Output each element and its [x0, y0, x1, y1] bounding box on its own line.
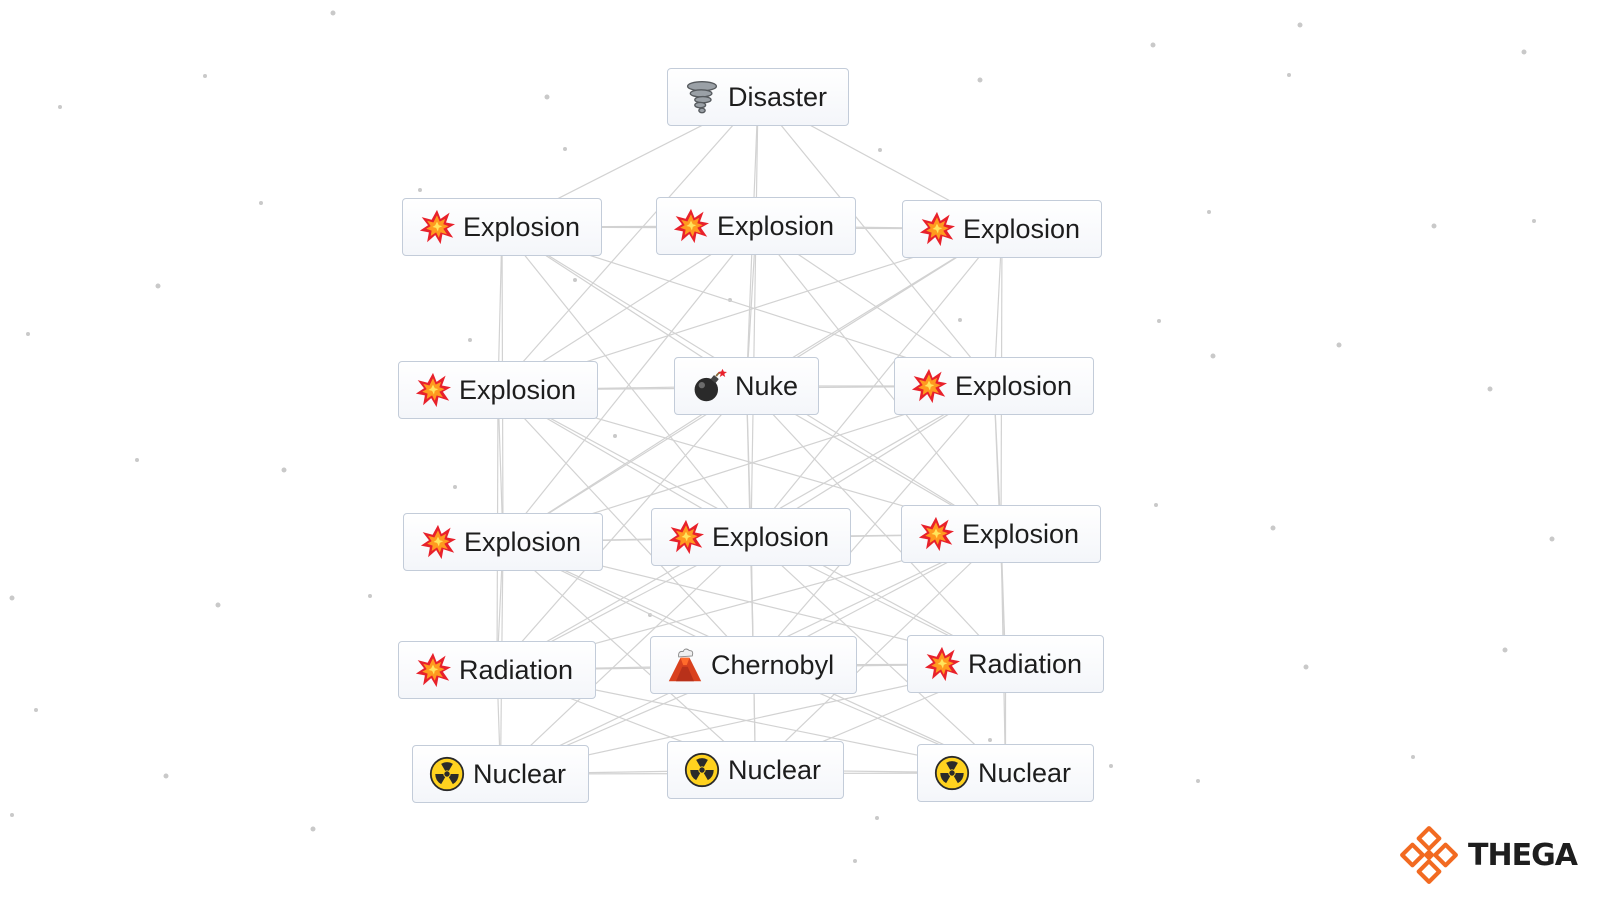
element-card-explosion-7[interactable]: Explosion	[651, 508, 851, 566]
thegamer-logo-icon	[1400, 826, 1458, 884]
element-card-explosion-2[interactable]: Explosion	[656, 197, 856, 255]
element-label: Nuclear	[978, 757, 1072, 788]
explosion-icon	[415, 372, 451, 408]
explosion-icon	[919, 211, 955, 247]
explosion-icon	[420, 524, 456, 560]
element-card-explosion-6[interactable]: Explosion	[403, 513, 603, 571]
link-line	[501, 226, 752, 538]
element-card-chernobyl[interactable]: Chernobyl	[650, 636, 857, 694]
element-card-nuclear-2[interactable]: Nuclear	[667, 741, 844, 799]
element-card-explosion-4[interactable]: Explosion	[398, 361, 598, 419]
element-label: Explosion	[459, 374, 577, 405]
link-line	[753, 385, 995, 666]
link-line	[502, 225, 757, 543]
element-card-radiation-1[interactable]: Radiation	[398, 641, 596, 699]
link-line	[500, 536, 752, 775]
explosion-icon	[924, 646, 960, 682]
volcano-icon	[667, 647, 703, 683]
element-card-explosion-3[interactable]: Explosion	[902, 200, 1102, 258]
element-label: Disaster	[728, 81, 828, 112]
element-label: Explosion	[963, 213, 1081, 244]
link-line	[496, 385, 747, 671]
explosion-icon	[673, 208, 709, 244]
radioactive-icon	[934, 755, 970, 791]
background-dots	[9, 10, 1555, 863]
link-line	[497, 389, 754, 666]
element-label: Nuclear	[728, 754, 822, 785]
element-card-nuclear-3[interactable]: Nuclear	[917, 744, 1094, 802]
element-card-explosion-1[interactable]: Explosion	[402, 198, 602, 256]
element-card-explosion-5[interactable]: Explosion	[894, 357, 1094, 415]
explosion-icon	[415, 652, 451, 688]
element-label: Explosion	[463, 211, 581, 242]
link-line	[502, 541, 756, 771]
element-label: Explosion	[962, 518, 1080, 549]
element-label: Explosion	[717, 210, 835, 241]
radioactive-icon	[684, 752, 720, 788]
explosion-icon	[911, 368, 947, 404]
link-line	[750, 536, 1006, 774]
thegamer-watermark: THEGA	[1398, 820, 1600, 890]
element-label: Chernobyl	[711, 649, 835, 680]
element-card-nuke[interactable]: Nuke	[674, 357, 819, 415]
explosion-icon	[668, 519, 704, 555]
link-line	[750, 228, 1003, 538]
link-line	[746, 385, 1006, 665]
element-label: Radiation	[968, 648, 1083, 679]
element-card-disaster[interactable]: Disaster	[667, 68, 849, 126]
radioactive-icon	[429, 756, 465, 792]
element-card-radiation-2[interactable]: Radiation	[907, 635, 1104, 693]
tornado-icon	[684, 79, 720, 115]
explosion-icon	[419, 209, 455, 245]
element-label: Explosion	[464, 526, 582, 557]
element-label: Radiation	[459, 654, 574, 685]
explosion-icon	[918, 516, 954, 552]
watermark-text: THEGA	[1468, 837, 1578, 873]
link-line	[757, 96, 995, 387]
element-label: Nuclear	[473, 758, 567, 789]
element-card-nuclear-1[interactable]: Nuclear	[412, 745, 589, 803]
element-label: Explosion	[955, 370, 1073, 401]
link-line	[497, 96, 759, 391]
element-label: Explosion	[712, 521, 830, 552]
element-card-explosion-8[interactable]: Explosion	[901, 505, 1101, 563]
bomb-icon	[691, 368, 727, 404]
element-label: Nuke	[735, 370, 799, 401]
